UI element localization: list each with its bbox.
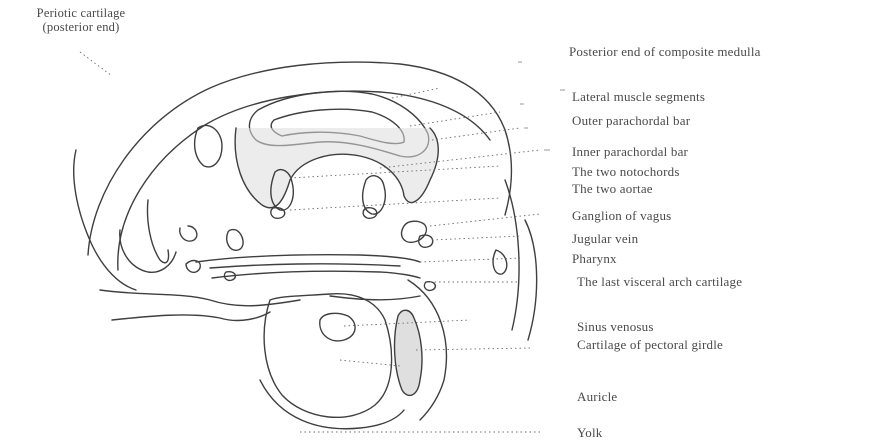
lower-arch-left-2 <box>112 312 270 320</box>
left-arch-3 <box>148 200 169 263</box>
label-last-visceral-arch: The last visceral arch cartilage <box>577 274 742 289</box>
inner-body-outline <box>118 91 490 270</box>
parachordal-lobe <box>235 128 438 208</box>
label-notochords: The two notochords <box>572 164 680 179</box>
right-small-blob <box>493 250 507 274</box>
label-lateral-muscle: Lateral muscle segments <box>572 89 705 104</box>
label-periotic-cartilage: Periotic cartilage (posterior end) <box>6 6 156 34</box>
left-small-blob <box>227 230 243 251</box>
right-arc-2 <box>525 220 537 340</box>
label-sinus-venosus: Sinus venosus <box>577 319 654 334</box>
yolk-outline <box>260 380 404 429</box>
ganglion-vagus <box>402 221 427 242</box>
label-pectoral-girdle: Cartilage of pectoral girdle <box>577 337 723 352</box>
leader-pectoral <box>416 348 530 350</box>
leader-lateral <box>410 112 500 126</box>
leader-vagus <box>430 214 540 226</box>
leader-jugular <box>432 236 520 240</box>
label-ganglion-vagus: Ganglion of vagus <box>572 208 671 223</box>
left-arch-4 <box>180 226 197 241</box>
label-jugular-vein: Jugular vein <box>572 231 638 246</box>
leader-medulla <box>392 88 440 98</box>
left-arch-outer <box>74 150 136 290</box>
leader-periotic <box>80 52 112 76</box>
label-inner-parachordal: Inner parachordal bar <box>572 144 688 159</box>
right-arc-1 <box>505 180 519 330</box>
left-periotic-blob <box>195 125 222 166</box>
sinus-venosus <box>320 313 355 341</box>
label-yolk: Yolk <box>577 425 603 440</box>
pharynx-upper <box>196 255 420 262</box>
label-posterior-medulla: Posterior end of composite medulla <box>569 44 761 59</box>
jugular-vein <box>419 235 433 247</box>
lower-arch-left <box>100 290 300 306</box>
label-aortae: The two aortae <box>572 181 653 196</box>
label-outer-parachordal: Outer parachordal bar <box>572 113 690 128</box>
leader-aortae <box>290 198 500 210</box>
pharynx-lumen <box>210 264 400 268</box>
label-pharynx: Pharynx <box>572 251 617 266</box>
auricle-outline <box>264 294 391 418</box>
vagus-small-2 <box>424 282 435 291</box>
lower-arch-right <box>330 296 420 300</box>
label-auricle: Auricle <box>577 389 617 404</box>
pharynx-lower <box>212 271 420 278</box>
label-periotic-line1: Periotic cartilage <box>6 6 156 20</box>
label-periotic-line2: (posterior end) <box>6 20 156 34</box>
